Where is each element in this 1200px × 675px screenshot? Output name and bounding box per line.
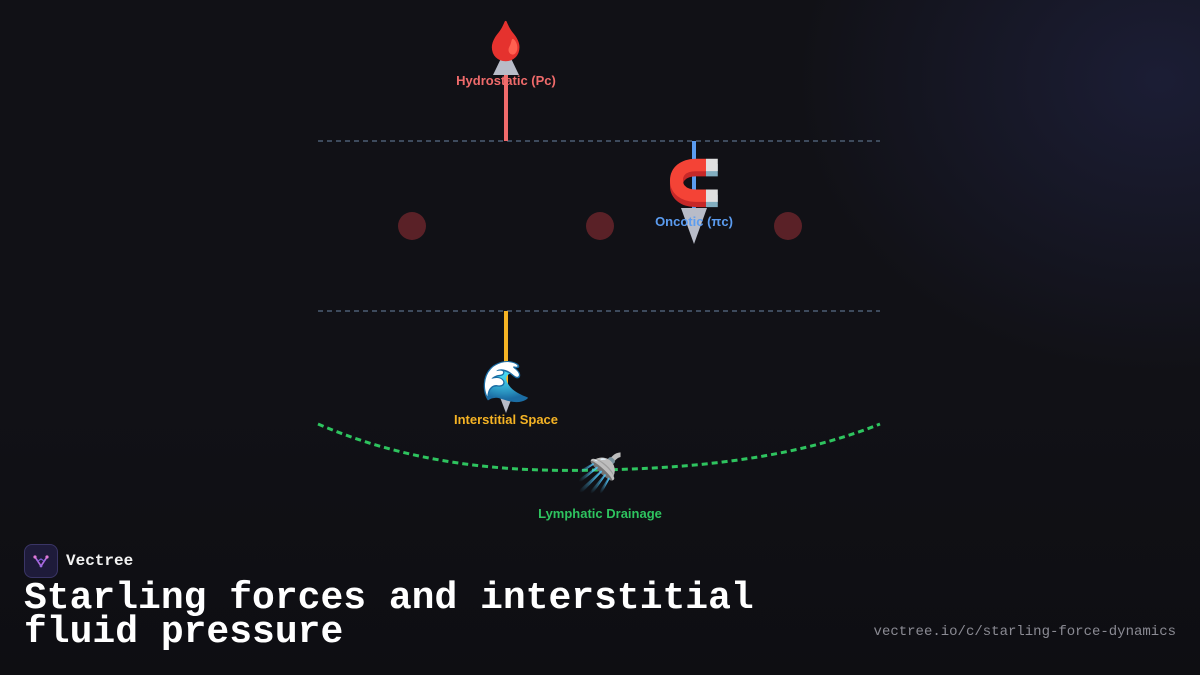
water-wave-icon: 🌊: [481, 359, 531, 405]
blood-drop-icon: 🩸: [482, 19, 530, 63]
magnet-icon: 🧲: [666, 158, 722, 209]
page-title: Starling forces and interstitial fluid p…: [24, 577, 754, 654]
interstitial-label: Interstitial Space: [453, 412, 559, 427]
interstitial-arrow-head: [498, 392, 514, 413]
lymphatic-drainage-label: Lymphatic Drainage: [538, 506, 662, 521]
vectree-logo-icon: [24, 544, 58, 578]
hydrostatic-label: Hydrostatic (Pc): [456, 73, 556, 88]
source-url[interactable]: vectree.io/c/starling-force-dynamics: [873, 624, 1176, 640]
protein-particle: [398, 212, 426, 240]
protein-particle: [774, 212, 802, 240]
protein-particle: [586, 212, 614, 240]
hydrostatic-arrow-head: [493, 48, 519, 75]
oncotic-label: Oncotic (πc): [655, 214, 733, 229]
shower-icon: 🚿: [576, 451, 624, 495]
oncotic-arrow-head: [681, 208, 707, 244]
brand-name: Vectree: [66, 552, 134, 570]
brand[interactable]: Vectree: [24, 544, 133, 578]
